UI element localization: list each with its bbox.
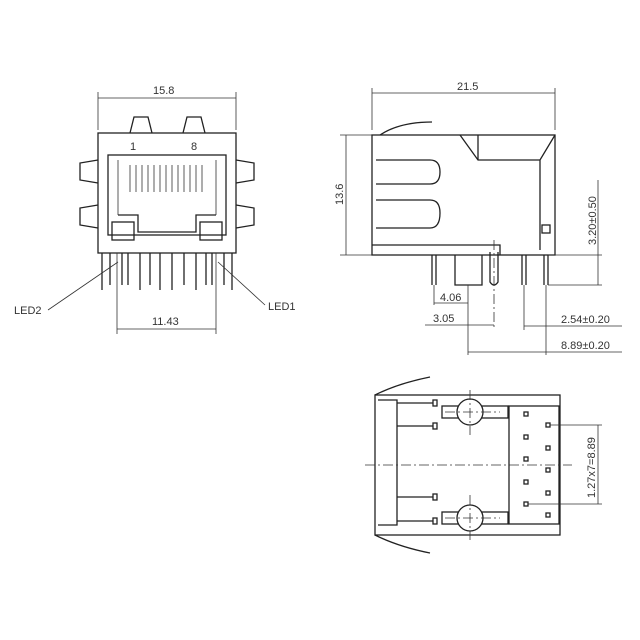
led1-label: LED1 — [268, 301, 296, 313]
pin-span-dim: 8.89±0.20 — [561, 340, 610, 352]
post-offset-dim: 3.05 — [433, 313, 454, 325]
post-dim: 4.06 — [440, 292, 461, 304]
led2-label: LED2 — [14, 305, 42, 317]
length-dim: 21.5 — [457, 81, 478, 93]
height-dim: 13.6 — [334, 184, 346, 205]
side-view: 21.5 13.6 3.20±0.50 4.06 3.05 2.54±0.20 … — [334, 81, 622, 355]
contact-fingers — [129, 165, 203, 192]
pin-holes — [523, 411, 551, 518]
pin-8-label: 8 — [191, 141, 197, 153]
width-dim: 15.8 — [153, 85, 174, 97]
front-view: 15.8 1 8 11.43 LED2 LED1 — [14, 85, 296, 334]
led-spacing-dim: 11.43 — [152, 316, 179, 328]
pin-1-label: 1 — [130, 141, 136, 153]
bottom-view: 1.27x7=8.89 — [365, 376, 602, 554]
pin-row-dim: 1.27x7=8.89 — [586, 437, 598, 498]
pin-length-dim: 3.20±0.50 — [587, 196, 599, 245]
pin-pitch-dim: 2.54±0.20 — [561, 314, 610, 326]
